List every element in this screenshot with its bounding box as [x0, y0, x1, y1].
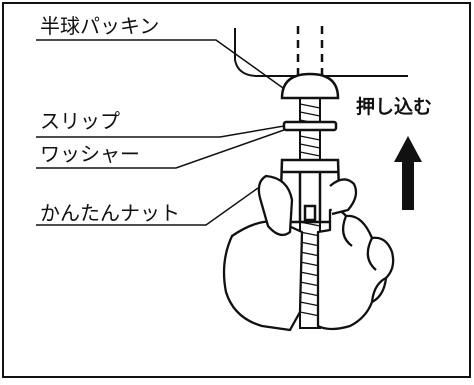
hand-drawing [222, 174, 395, 332]
slip-washer-shape [282, 120, 338, 132]
border-frame [2, 2, 471, 378]
pipe-hole-dashes [296, 26, 324, 76]
easy-nut-label: かんたんナット [40, 201, 180, 225]
hemisphere-packing-label: 半球パッキン [40, 14, 160, 38]
hemisphere-packing-shape [280, 72, 340, 100]
leader-lines [36, 39, 285, 226]
slip-washer-label-line2: ワッシャー [40, 142, 140, 166]
push-in-label: 押し込む [356, 96, 433, 118]
slip-washer-label-line1: スリップ [40, 109, 120, 133]
sink-surface [234, 28, 408, 77]
push-arrow [394, 136, 422, 210]
